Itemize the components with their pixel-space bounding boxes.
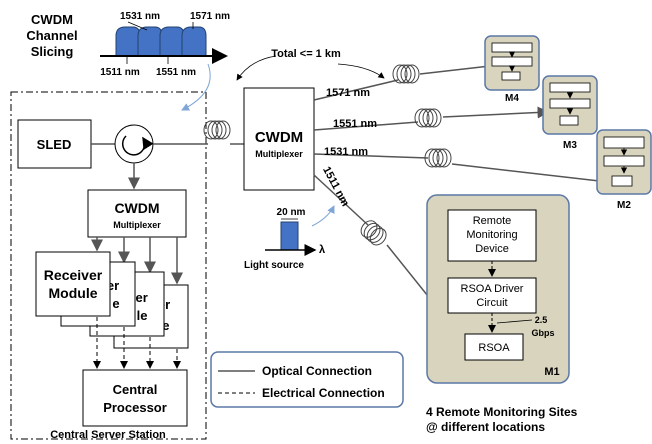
m3-block-mid bbox=[549, 98, 591, 109]
m3-block-top bbox=[549, 82, 591, 93]
label-1531: 1531 nm bbox=[120, 11, 160, 22]
m4-block-top bbox=[491, 42, 533, 53]
driver-line2: Circuit bbox=[476, 297, 507, 309]
fiber-link-1511-a bbox=[313, 174, 369, 226]
bitrate-value: 2.5 bbox=[535, 315, 548, 325]
remote-monitoring-device-box bbox=[447, 209, 537, 262]
fiber-link-1571-b bbox=[419, 65, 491, 75]
fiber-link-1571-a bbox=[313, 79, 399, 101]
bitrate-pointer bbox=[496, 319, 533, 324]
light-source-width: 20 nm bbox=[277, 207, 306, 218]
driver-line1: RSOA Driver bbox=[461, 283, 524, 295]
m4-block-rsoa bbox=[501, 71, 521, 81]
lambda-symbol: λ bbox=[319, 244, 325, 256]
central-mux-sub: Multiplexer bbox=[113, 220, 161, 230]
sled-box bbox=[17, 119, 92, 169]
label-1511: 1511 nm bbox=[100, 67, 140, 78]
m3-block-rsoa bbox=[559, 115, 579, 126]
band-1571 bbox=[181, 26, 207, 57]
receiver-label-line1: Receiver bbox=[44, 267, 103, 283]
fiber-link-1551-a bbox=[313, 121, 419, 131]
sled-label: SLED bbox=[37, 137, 72, 152]
receiver-3-text-b: le bbox=[137, 308, 148, 323]
central-mux-name: CWDM bbox=[114, 200, 159, 216]
receiver-2-text-b: e bbox=[112, 296, 119, 311]
site-m4-label: M4 bbox=[505, 93, 519, 104]
legend-optical-label: Optical Connection bbox=[262, 364, 372, 378]
rsoa-box bbox=[464, 333, 524, 361]
rsoa-driver-box bbox=[447, 277, 537, 314]
m4-block-mid bbox=[491, 56, 533, 67]
legend-box bbox=[210, 351, 404, 408]
light-source-label: Light source bbox=[244, 260, 304, 271]
station-label: Central Server Station bbox=[50, 429, 166, 441]
rmd-line1: Remote bbox=[473, 215, 512, 227]
light-source-band bbox=[280, 221, 299, 251]
m2-block-top bbox=[603, 136, 645, 149]
title-line2: Channel bbox=[26, 28, 77, 43]
band-1551 bbox=[159, 26, 185, 57]
light-source-arrow bbox=[311, 205, 335, 227]
total-arrow-right bbox=[337, 63, 385, 79]
fiber-coil-1551 bbox=[414, 108, 442, 128]
fiber-label-1531: 1531 nm bbox=[324, 146, 368, 158]
site-m2-label: M2 bbox=[617, 200, 631, 211]
band-1531 bbox=[137, 26, 163, 57]
receiver-stack: er le ver le er e Receiver Module bbox=[35, 251, 189, 349]
main-mux-name: CWDM bbox=[255, 129, 303, 146]
total-length-label: Total <= 1 km bbox=[271, 48, 341, 60]
total-arrow-left bbox=[236, 55, 277, 81]
central-mux-box bbox=[87, 189, 187, 238]
bitrate-unit: Gbps bbox=[531, 328, 554, 338]
site-m1-label: M1 bbox=[544, 366, 559, 378]
main-mux-box bbox=[243, 87, 315, 191]
fiber-link-1531-b bbox=[451, 163, 610, 187]
pointer-1531 bbox=[127, 21, 148, 31]
cwdm-spectrum: 1531 nm 1571 nm 1511 nm 1551 nm bbox=[100, 11, 230, 78]
rmd-line3: Device bbox=[475, 243, 509, 255]
band-1511 bbox=[115, 26, 141, 57]
legend-electrical-label: Electrical Connection bbox=[262, 386, 385, 400]
fiber-coil-1511 bbox=[357, 217, 390, 249]
fiber-link-1531-a bbox=[313, 153, 429, 159]
m2-block-mid bbox=[603, 155, 645, 167]
label-1551: 1551 nm bbox=[156, 67, 196, 78]
circulator bbox=[114, 124, 154, 164]
fiber-coil-main bbox=[203, 120, 231, 140]
central-processor-box bbox=[82, 369, 188, 427]
fiber-label-1511: 1511 nm bbox=[320, 165, 351, 209]
circulator-arrow-icon bbox=[121, 135, 154, 156]
title-line1: CWDM bbox=[31, 12, 73, 27]
central-server-station-border bbox=[10, 91, 207, 440]
fiber-label-1551: 1551 nm bbox=[333, 118, 377, 130]
footer-line2: @ different locations bbox=[426, 420, 545, 434]
rsoa-label: RSOA bbox=[478, 342, 510, 354]
fiber-coil-1531 bbox=[424, 148, 452, 168]
slicing-link-arrow bbox=[181, 63, 211, 111]
channel-slicing-title: CWDM Channel Slicing bbox=[26, 12, 77, 59]
receiver-module-1 bbox=[35, 251, 111, 317]
main-mux-sub: Multiplexer bbox=[255, 149, 303, 159]
receiver-label-line2: Module bbox=[49, 285, 98, 301]
footer-line1: 4 Remote Monitoring Sites bbox=[426, 405, 578, 419]
central-processor-line1: Central bbox=[113, 382, 158, 397]
label-1571: 1571 nm bbox=[190, 11, 230, 22]
fiber-link-1551-b bbox=[442, 106, 550, 119]
central-processor-line2: Processor bbox=[103, 400, 167, 415]
m2-block-rsoa bbox=[611, 175, 633, 187]
rmd-line2: Monitoring bbox=[466, 229, 517, 241]
site-m3-label: M3 bbox=[563, 140, 577, 151]
fiber-label-1571: 1571 nm bbox=[326, 87, 370, 99]
title-line3: Slicing bbox=[31, 44, 74, 59]
